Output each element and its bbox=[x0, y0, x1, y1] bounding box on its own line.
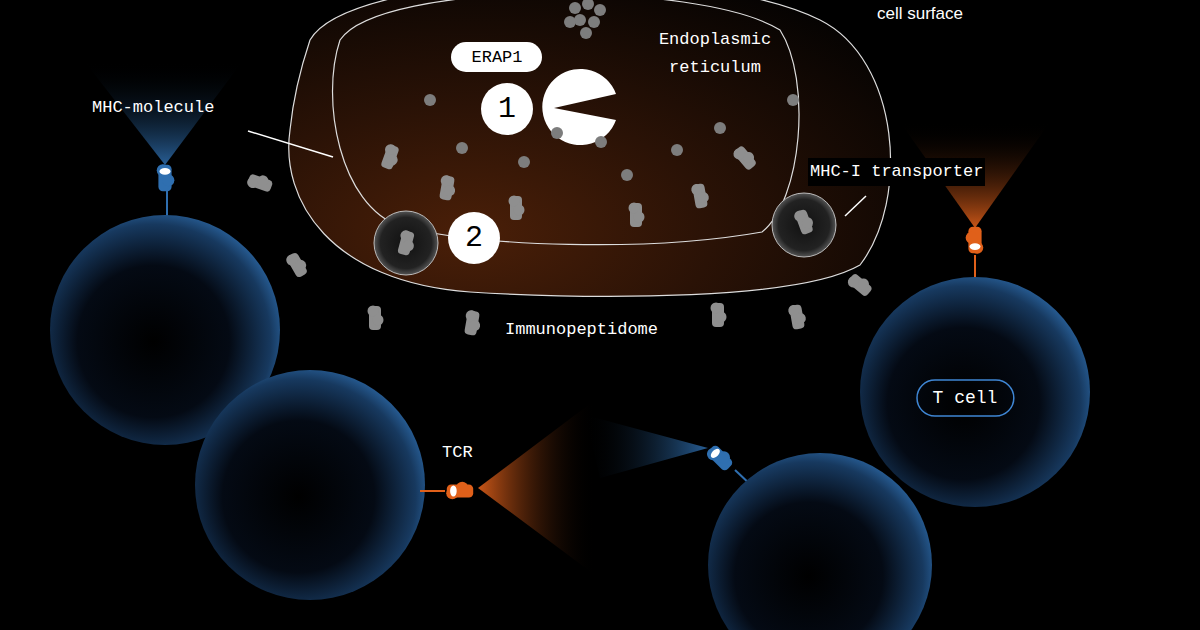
peptide-dot bbox=[564, 16, 576, 28]
peptide-dot bbox=[621, 169, 633, 181]
mhc-glyph bbox=[246, 171, 274, 194]
region-label: Endoplasmic reticulum bbox=[640, 26, 790, 82]
peptide-dot bbox=[787, 94, 799, 106]
vesicle bbox=[374, 211, 438, 275]
cell-sphere bbox=[860, 277, 1090, 507]
receptor-glyph bbox=[446, 482, 473, 500]
mhc-glyph bbox=[690, 182, 710, 209]
signal-cone bbox=[478, 400, 595, 575]
receptor-glyph bbox=[704, 442, 736, 474]
stem bbox=[974, 255, 976, 278]
part-label: TCR bbox=[442, 439, 473, 467]
mhc-glyph bbox=[284, 250, 310, 279]
region-label: cell surface bbox=[877, 0, 963, 28]
vesicle bbox=[772, 193, 836, 257]
peptide-dot bbox=[671, 144, 683, 156]
peptide-dot bbox=[456, 142, 468, 154]
node-text: 2 bbox=[465, 221, 483, 255]
receptor-glyph bbox=[157, 164, 175, 191]
peptide-dot bbox=[551, 127, 563, 139]
part-label: MHC-I transporter bbox=[808, 158, 985, 186]
signal-cone bbox=[585, 415, 708, 478]
peptide-dot bbox=[588, 16, 600, 28]
label-pill: ERAP1 bbox=[451, 42, 542, 72]
cell-sphere bbox=[195, 370, 425, 600]
cell-label-box: T cell bbox=[916, 379, 1015, 417]
node-text: 1 bbox=[498, 92, 516, 126]
peptide-dot bbox=[580, 27, 592, 39]
leader-line bbox=[248, 131, 333, 157]
peptide-dot bbox=[518, 156, 530, 168]
mhc-glyph bbox=[509, 196, 525, 221]
region-label: Immunopeptidome bbox=[505, 316, 658, 344]
node-text: ERAP1 bbox=[471, 48, 522, 67]
mhc-glyph bbox=[787, 303, 807, 330]
part-label: MHC-molecule bbox=[92, 94, 214, 122]
node-text: T cell bbox=[933, 388, 998, 408]
callout-number: 1 bbox=[481, 83, 533, 135]
mhc-glyph bbox=[368, 306, 384, 331]
peptide-dot bbox=[574, 14, 586, 26]
peptide-dot bbox=[595, 136, 607, 148]
stem bbox=[166, 190, 168, 218]
callout-number: 2 bbox=[448, 212, 500, 264]
mhc-glyph bbox=[438, 174, 458, 201]
peptide-dot bbox=[424, 94, 436, 106]
cell-sphere bbox=[708, 453, 932, 630]
stem bbox=[420, 490, 445, 492]
cell-outline bbox=[289, 0, 891, 296]
mhc-glyph bbox=[731, 143, 759, 172]
er-outline bbox=[333, 0, 800, 245]
peptide-dot bbox=[594, 4, 606, 16]
mhc-glyph bbox=[629, 203, 645, 228]
receptor-glyph bbox=[966, 227, 984, 254]
erap1-enzyme bbox=[542, 69, 616, 145]
peptide-dot bbox=[569, 2, 581, 14]
signal-cone bbox=[85, 62, 242, 165]
mhc-glyph bbox=[463, 309, 483, 336]
mhc-glyph bbox=[793, 207, 816, 235]
leader-line bbox=[845, 196, 866, 216]
mhc-glyph bbox=[711, 303, 727, 328]
peptide-dot bbox=[582, 0, 594, 10]
mhc-glyph bbox=[396, 229, 418, 257]
mhc-glyph bbox=[846, 270, 875, 298]
mhc-glyph bbox=[379, 143, 402, 171]
peptide-dot bbox=[714, 122, 726, 134]
